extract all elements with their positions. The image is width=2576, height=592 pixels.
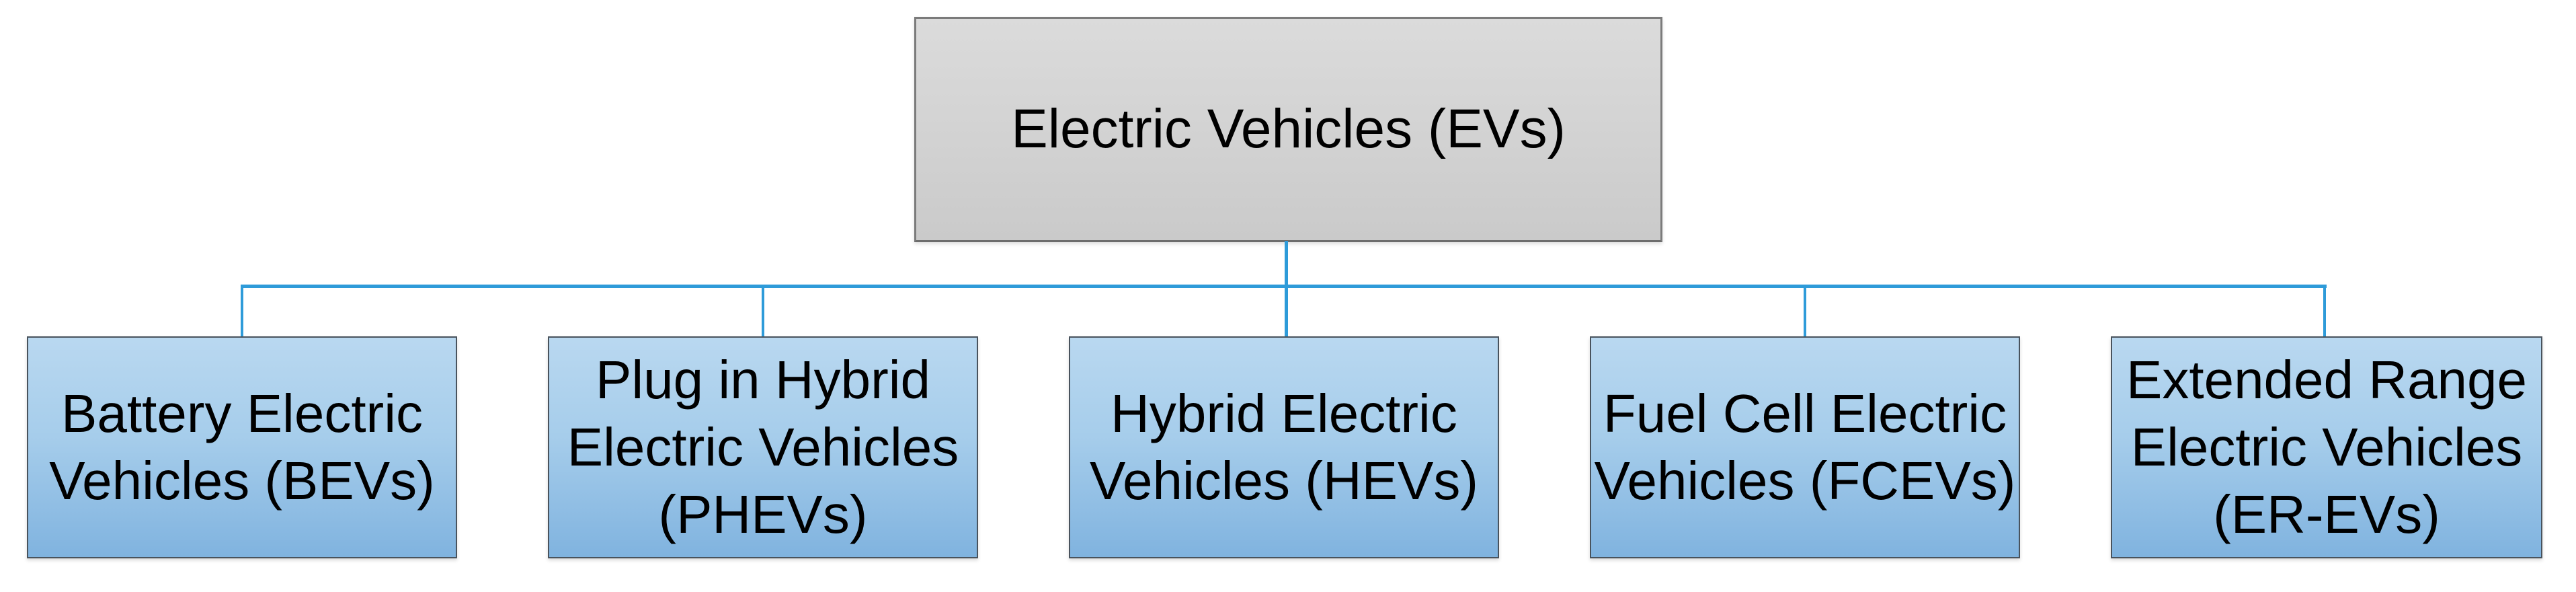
- connector-root-trunk: [1285, 241, 1288, 338]
- node-label-line: (PHEVs): [658, 484, 868, 544]
- node-label-line: Vehicles (HEVs): [1090, 451, 1478, 511]
- node-electric-vehicles: Electric Vehicles (EVs): [914, 17, 1662, 242]
- node-label-line: Battery Electric: [61, 383, 423, 443]
- connector-horizontal-bar: [241, 285, 2327, 288]
- connector-drop-er-evs: [2323, 287, 2326, 338]
- node-hevs: Hybrid Electric Vehicles (HEVs): [1069, 336, 1499, 558]
- node-fcevs: Fuel Cell Electric Vehicles (FCEVs): [1590, 336, 2020, 558]
- connector-drop-phevs: [762, 287, 764, 338]
- node-er-evs: Extended Range Electric Vehicles (ER-EVs…: [2111, 336, 2542, 558]
- node-label: Electric Vehicles (EVs): [1011, 98, 1566, 160]
- node-label-line: Fuel Cell Electric: [1603, 383, 2007, 443]
- node-label-line: Vehicles (BEVs): [49, 451, 435, 511]
- node-bevs: Battery Electric Vehicles (BEVs): [27, 336, 457, 558]
- node-label-line: Electric Vehicles: [2130, 417, 2523, 477]
- node-phevs: Plug in Hybrid Electric Vehicles (PHEVs): [548, 336, 978, 558]
- connector-drop-bevs: [241, 287, 243, 338]
- connector-drop-fcevs: [1804, 287, 1806, 338]
- node-label-line: (ER-EVs): [2213, 484, 2440, 544]
- node-label-line: Plug in Hybrid: [595, 350, 930, 410]
- node-label-line: Electric Vehicles: [567, 417, 959, 477]
- node-label-line: Vehicles (FCEVs): [1594, 451, 2016, 511]
- node-label-line: Extended Range: [2126, 350, 2527, 410]
- node-label-line: Hybrid Electric: [1111, 383, 1457, 443]
